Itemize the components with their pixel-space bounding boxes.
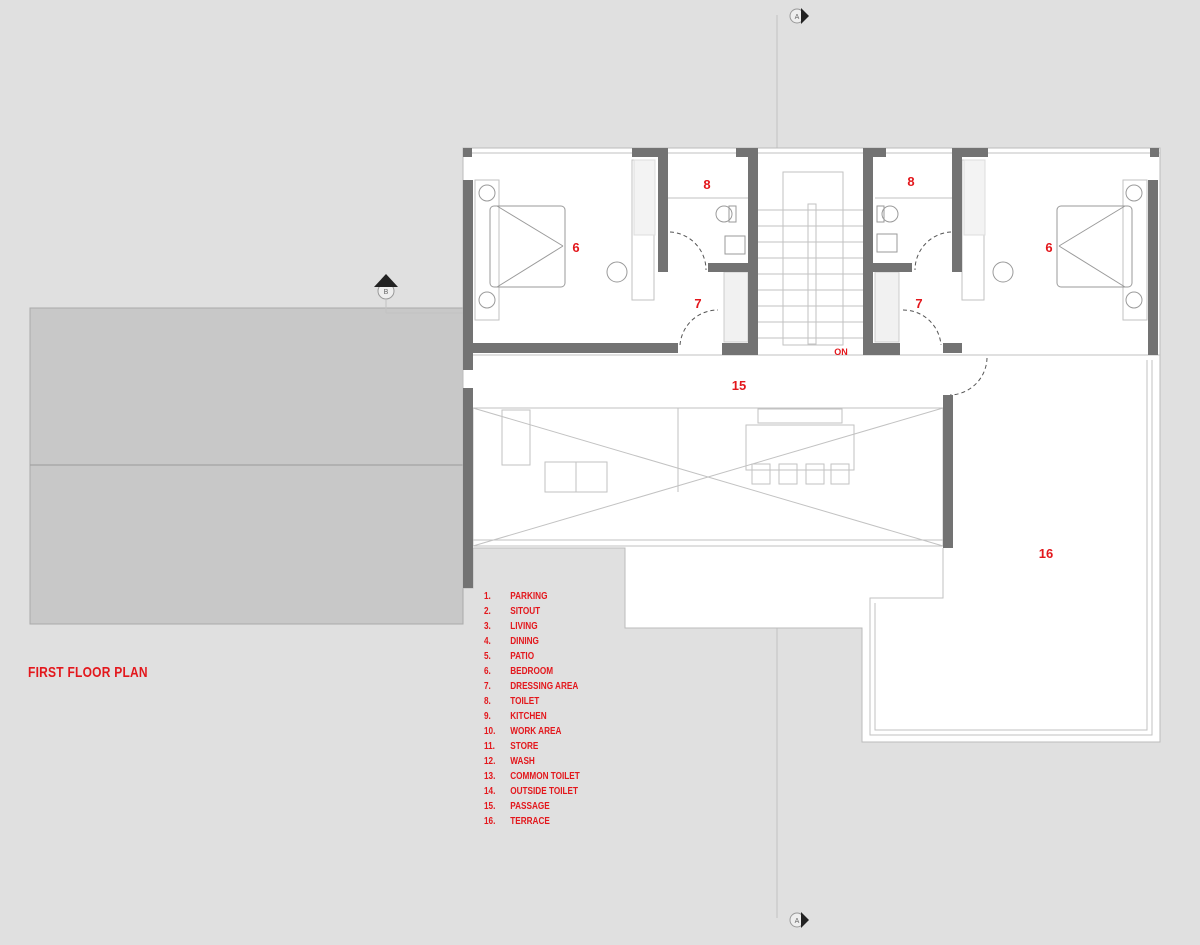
legend-room-name: LIVING <box>510 621 538 632</box>
room-label-toilet-left: 8 <box>703 177 710 192</box>
legend-item: 15. PASSAGE <box>484 799 580 814</box>
legend-item: 10. WORK AREA <box>484 724 580 739</box>
legend-item: 6. BEDROOM <box>484 664 580 679</box>
legend-room-name: SITOUT <box>510 606 541 617</box>
legend-room-name: COMMON TOILET <box>510 771 580 782</box>
room-label-bedroom-left: 6 <box>572 240 579 255</box>
section-marker-b: B <box>374 274 398 300</box>
legend-room-name: WASH <box>510 756 535 767</box>
door-terrace <box>949 357 988 396</box>
legend-number: 2. <box>484 606 491 617</box>
terrace-parapet <box>869 360 1153 736</box>
legend-item: 8. TOILET <box>484 694 580 709</box>
legend-item: 9. KITCHEN <box>484 709 580 724</box>
legend-number: 8. <box>484 696 491 707</box>
legend-number: 1. <box>484 591 491 602</box>
legend-item: 13. COMMON TOILET <box>484 769 580 784</box>
legend-room-name: KITCHEN <box>510 711 547 722</box>
staircase <box>758 171 863 346</box>
legend-number: 4. <box>484 636 491 647</box>
legend-room-name: DRESSING AREA <box>510 681 579 692</box>
svg-text:A: A <box>795 14 800 21</box>
legend-room-name: STORE <box>510 741 539 752</box>
legend-item: 7. DRESSING AREA <box>484 679 580 694</box>
section-marker-a-top: A <box>789 8 809 24</box>
room-label-passage: 15 <box>732 378 746 393</box>
room-legend: 1. PARKING 2. SITOUT 3. LIVING 4. DINING 5. PATIO… <box>484 589 580 829</box>
legend-room-name: OUTSIDE TOILET <box>510 786 578 797</box>
legend-room-name: PATIO <box>510 651 535 662</box>
plan-title: FIRST FLOOR PLAN <box>28 664 148 681</box>
legend-room-name: TOILET <box>510 696 540 707</box>
legend-number: 6. <box>484 666 491 677</box>
legend-number: 3. <box>484 621 491 632</box>
room-label-dressing-left: 7 <box>694 296 701 311</box>
legend-room-name: PASSAGE <box>510 801 550 812</box>
door-dressing-left <box>679 309 719 346</box>
legend-number: 7. <box>484 681 491 692</box>
legend-room-name: BEDROOM <box>510 666 554 677</box>
svg-text:A: A <box>795 918 800 925</box>
legend-item: 3. LIVING <box>484 619 580 634</box>
legend-item: 11. STORE <box>484 739 580 754</box>
walls <box>463 148 1159 588</box>
legend-number: 12. <box>484 756 496 767</box>
legend-room-name: PARKING <box>510 591 548 602</box>
legend-number: 11. <box>484 741 495 752</box>
legend-item: 12. WASH <box>484 754 580 769</box>
parking-roof <box>29 307 464 625</box>
stair-label: ON <box>834 347 848 357</box>
legend-number: 10. <box>484 726 496 737</box>
legend-number: 16. <box>484 816 496 827</box>
legend-item: 5. PATIO <box>484 649 580 664</box>
legend-room-name: WORK AREA <box>510 726 562 737</box>
room-label-toilet-right: 8 <box>907 174 914 189</box>
legend-number: 14. <box>484 786 496 797</box>
legend-item: 2. SITOUT <box>484 604 580 619</box>
room-label-dressing-right: 7 <box>915 296 922 311</box>
legend-item: 1. PARKING <box>484 589 580 604</box>
legend-room-name: DINING <box>510 636 539 647</box>
section-marker-a-bottom: A <box>789 912 809 928</box>
legend-room-name: TERRACE <box>510 816 550 827</box>
legend-item: 14. OUTSIDE TOILET <box>484 784 580 799</box>
room-label-terrace: 16 <box>1039 546 1053 561</box>
room-label-bedroom-right: 6 <box>1045 240 1052 255</box>
legend-number: 15. <box>484 801 496 812</box>
legend-number: 9. <box>484 711 491 722</box>
legend-item: 4. DINING <box>484 634 580 649</box>
legend-number: 5. <box>484 651 491 662</box>
legend-item: 16. TERRACE <box>484 814 580 829</box>
svg-text:B: B <box>384 289 389 296</box>
door-dressing-right <box>902 309 942 346</box>
legend-number: 13. <box>484 771 496 782</box>
